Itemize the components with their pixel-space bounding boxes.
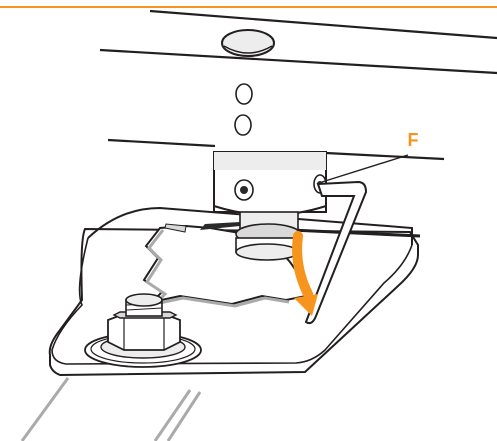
- hinge-cylinder: [213, 151, 327, 261]
- callout-leader: [321, 154, 409, 183]
- allen-key: [304, 180, 368, 325]
- rotation-arrow: [292, 231, 318, 316]
- set-screw-left: [234, 179, 254, 201]
- bolt-assembly: [84, 293, 202, 368]
- beam-hole-upper: [235, 83, 253, 105]
- callout-label-f: F: [407, 130, 419, 150]
- round-cap: [221, 29, 275, 57]
- beam-hole-lower: [234, 114, 252, 136]
- frame-beam: [99, 9, 497, 161]
- leg-lines: [20, 377, 202, 441]
